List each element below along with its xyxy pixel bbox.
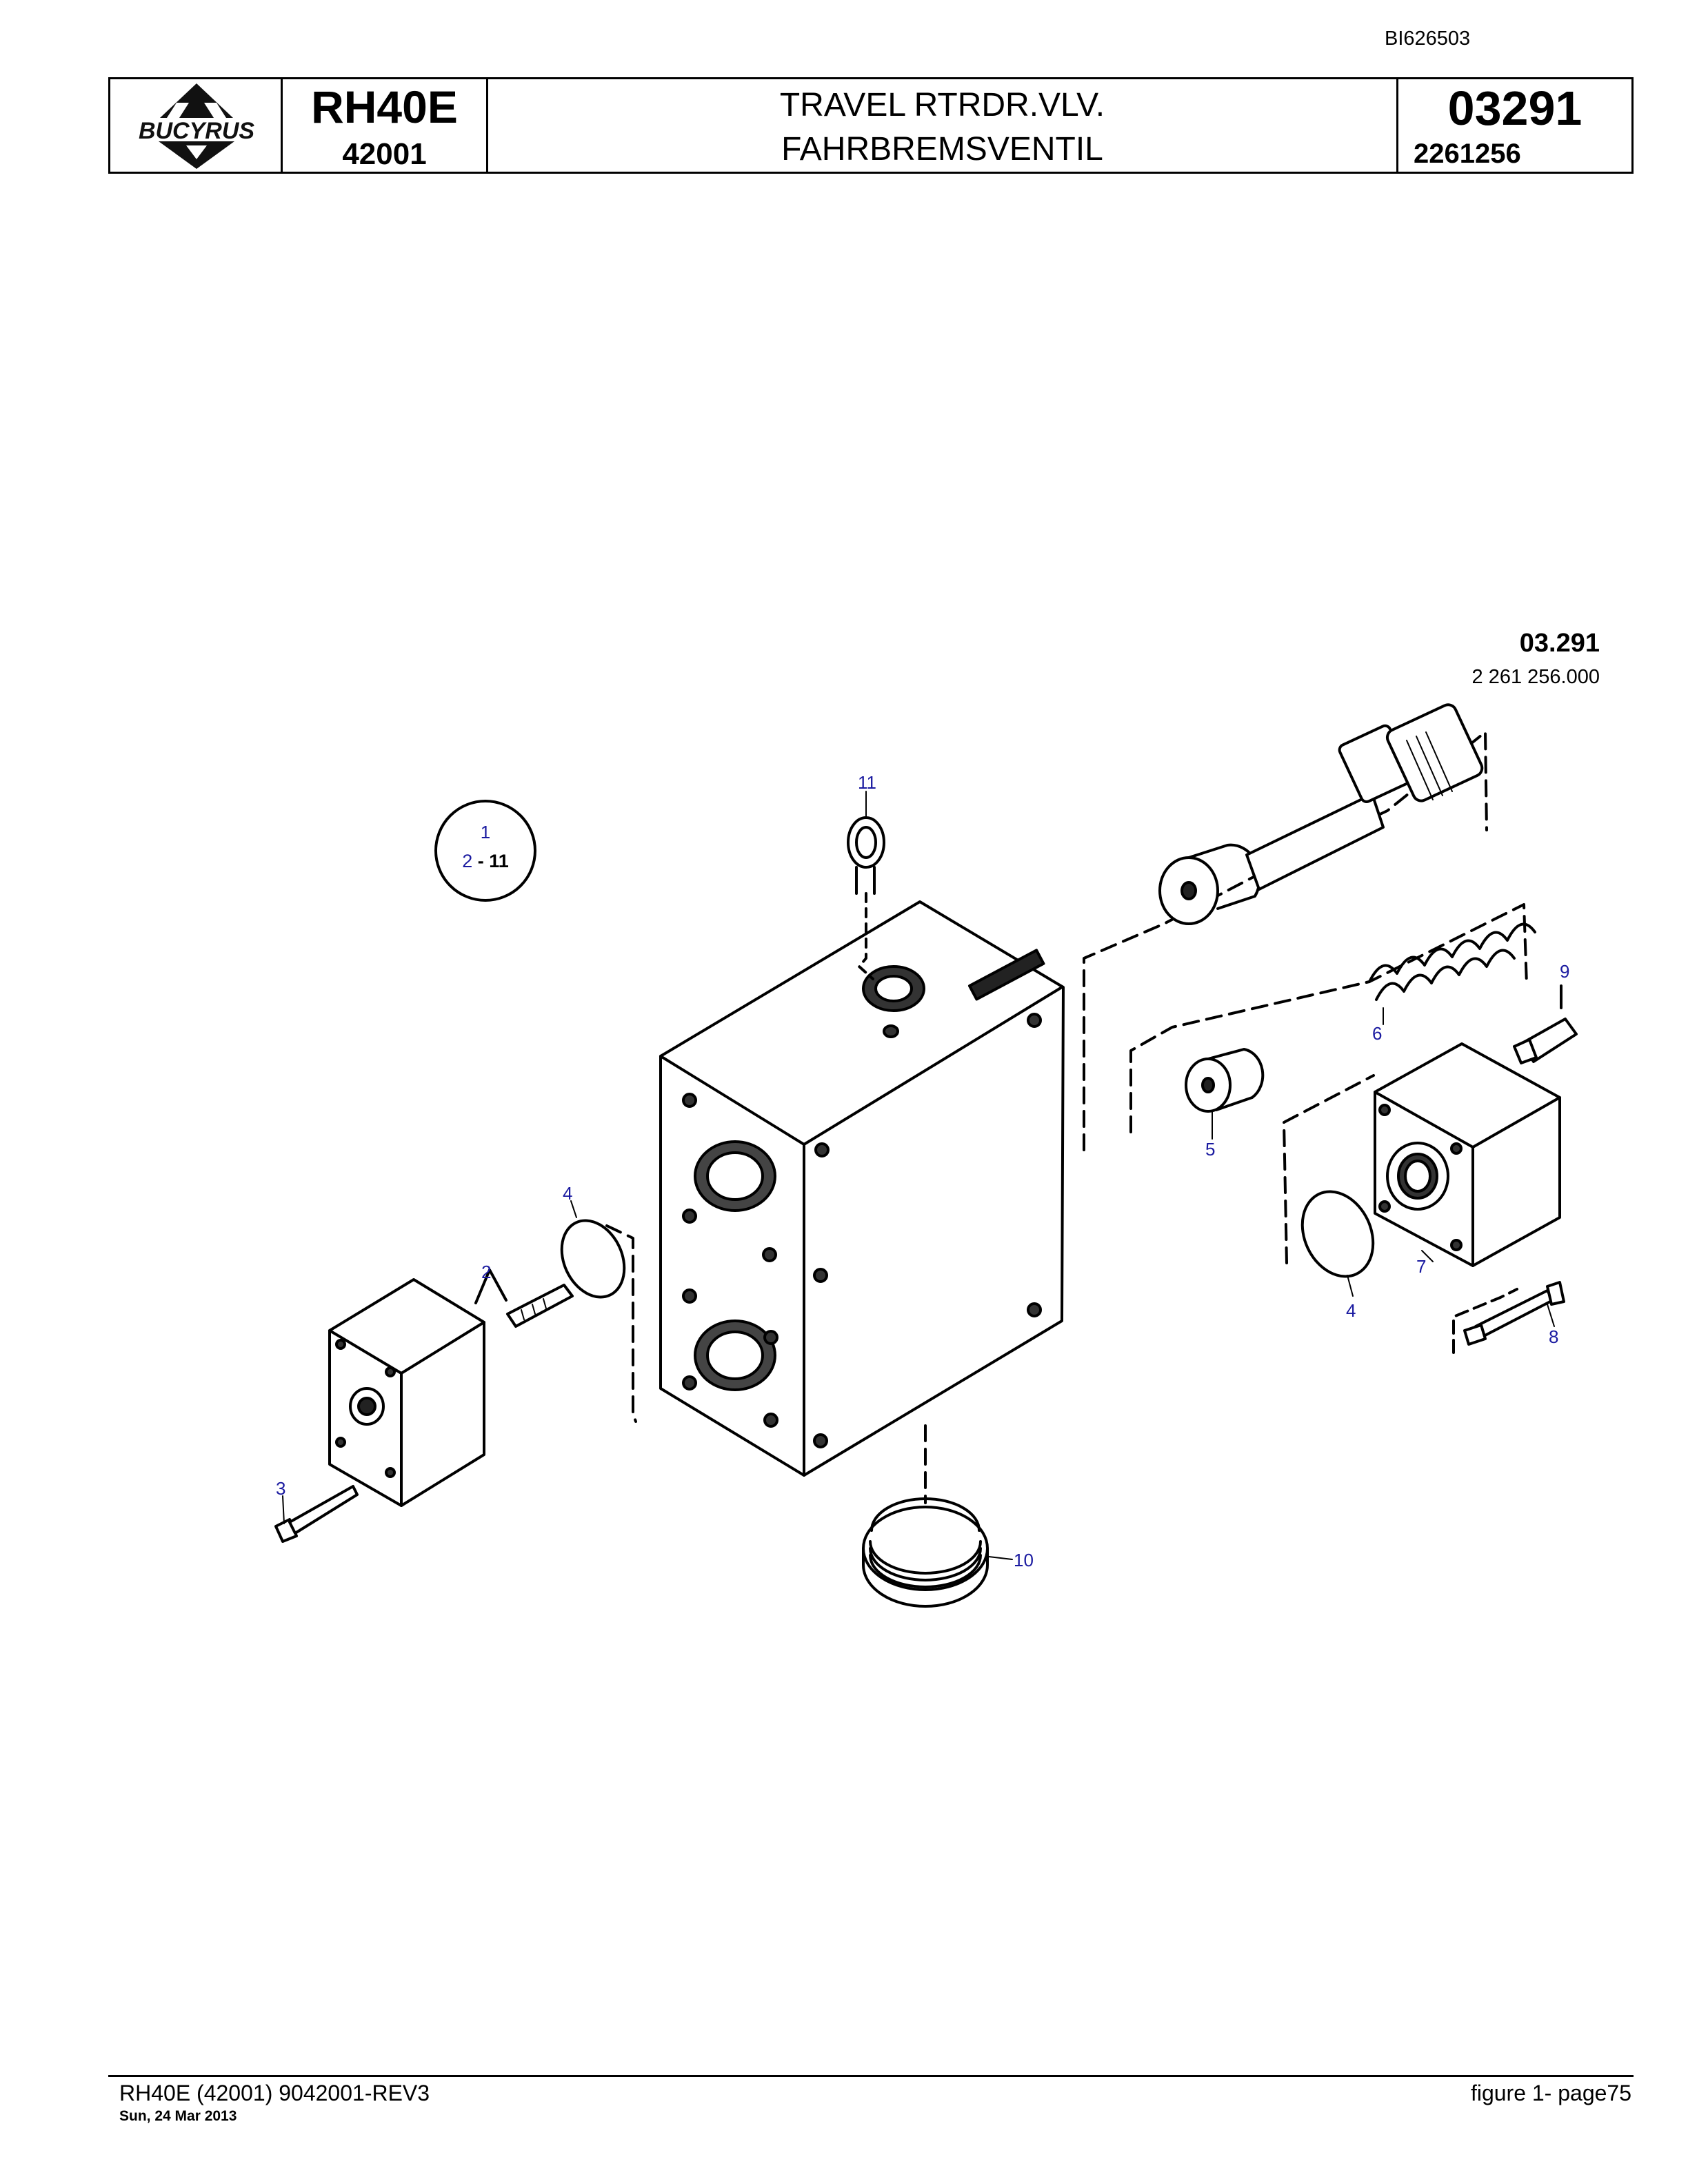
drawing-part-number: 2 261 256.000 [1471, 666, 1600, 688]
title-cell: TRAVEL RTRDR.VLV. FAHRBREMSVENTIL [488, 79, 1398, 172]
spring-6 [1129, 903, 1536, 1133]
callout-10: 10 [1014, 1550, 1034, 1570]
footer-date: Sun, 24 Mar 2013 [119, 2108, 237, 2124]
callout-2: 2 [481, 1262, 492, 1282]
callout-3: 3 [276, 1478, 286, 1499]
reference-circle-top: 1 [480, 822, 491, 842]
callout-4-left: 4 [563, 1183, 573, 1204]
document-id: BI626503 [1385, 28, 1471, 50]
title-german: FAHRBREMSVENTIL [781, 131, 1103, 168]
callout-9: 9 [1560, 961, 1570, 982]
group-number: 03291 [1447, 81, 1582, 135]
model-serial: 42001 [342, 137, 427, 171]
cover-plate-left [328, 1278, 485, 1507]
callout-6: 6 [1372, 1023, 1383, 1044]
bucyrus-logo: BUCYRUS [119, 83, 274, 169]
logo-cell: BUCYRUS [110, 79, 283, 172]
title-english: TRAVEL RTRDR.VLV. [779, 87, 1105, 123]
model-name: RH40E [311, 81, 458, 132]
part-number: 2261256 [1414, 139, 1521, 169]
piston-assembly [1083, 703, 1488, 1151]
group-number-cell: 03291 2261256 [1398, 79, 1631, 172]
footer-document-ref: RH40E (42001) 9042001-REV3 [119, 2081, 430, 2105]
range-end: 11 [489, 851, 509, 871]
pin-2 [474, 1268, 574, 1328]
callout-5: 5 [1205, 1139, 1216, 1160]
screw-3 [274, 1485, 359, 1543]
callout-8: 8 [1549, 1326, 1559, 1347]
callout-7: 7 [1416, 1256, 1427, 1277]
reference-circle-range: 2 - 11 [437, 851, 534, 872]
valve-body [659, 900, 1065, 1477]
footer-rule [108, 2075, 1634, 2077]
drawing-number: 03.291 [1519, 629, 1600, 658]
plug-10 [862, 1424, 1013, 1608]
screw-8 [1452, 1281, 1565, 1354]
reference-circle: 1 2 - 11 [434, 800, 536, 902]
model-cell: RH40E 42001 [283, 79, 488, 172]
footer-page-ref: figure 1- page75 [1470, 2081, 1631, 2105]
title-block: BUCYRUS RH40E 42001 TRAVEL RTRDR.VLV. FA… [108, 77, 1634, 174]
fitting-9 [1513, 984, 1578, 1064]
callout-4-right: 4 [1346, 1300, 1356, 1321]
cover-plate-7 [1283, 1042, 1561, 1267]
poppet-5 [1185, 1048, 1265, 1113]
range-separator: - [472, 851, 490, 871]
range-start: 2 [462, 851, 473, 871]
callout-11: 11 [858, 772, 876, 793]
logo-wordmark: BUCYRUS [139, 118, 254, 144]
